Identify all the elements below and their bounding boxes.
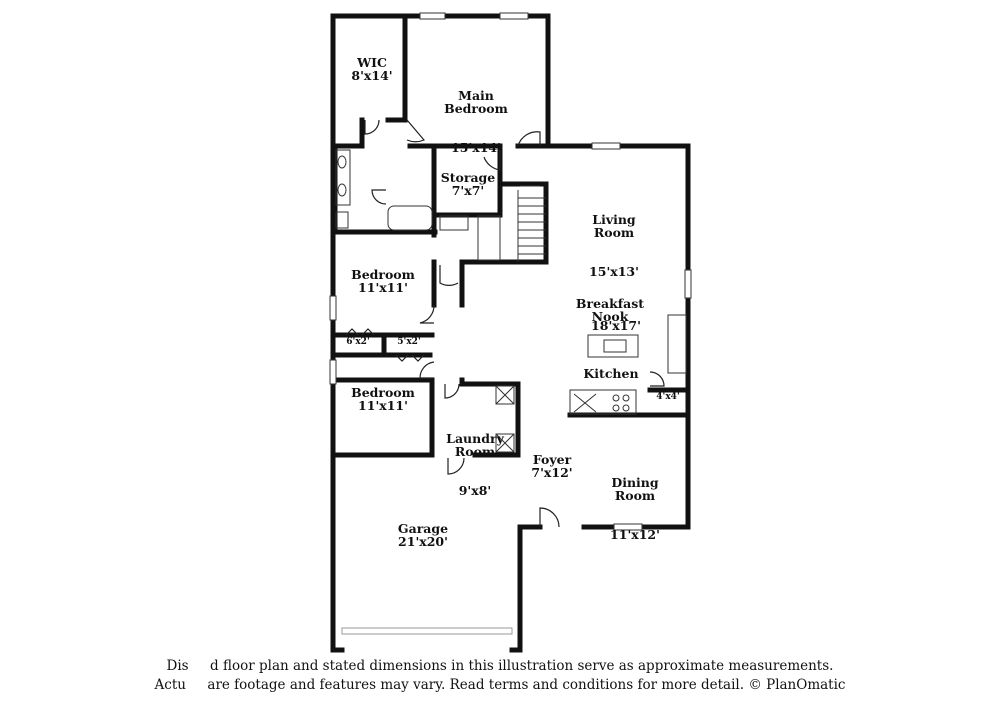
room-dimension: 7'x12' <box>531 465 573 480</box>
wall-stairs <box>499 181 549 265</box>
room-dimension: 7'x7' <box>451 183 485 198</box>
room-laundry: Laundry Room 9'x8' <box>446 406 504 510</box>
room-bedroom-1: Bedroom 11'x11' <box>351 268 415 294</box>
room-dimension: 11'x12' <box>610 527 660 542</box>
wall-bedroom2 <box>332 377 435 458</box>
room-name: Breakfast Nook <box>575 296 645 324</box>
room-name: Bedroom <box>351 385 415 400</box>
closet-bifold-b <box>395 354 425 362</box>
door-pantry <box>649 371 665 387</box>
burner-2 <box>622 394 630 402</box>
window-dining <box>613 523 643 531</box>
wall-garage-right <box>517 524 543 653</box>
room-dimension: 21'x20' <box>398 534 448 549</box>
closet-a-dimension: 6'x2' <box>346 337 370 347</box>
toilet <box>335 211 349 229</box>
dryer <box>495 433 515 453</box>
room-dimension: 11'x11' <box>358 280 408 295</box>
door-main-bath <box>406 119 425 143</box>
room-main-bedroom: Main Bedroom 15'x14' <box>444 63 508 167</box>
room-name: Dining Room <box>611 475 659 503</box>
dishwasher <box>573 393 597 413</box>
room-name: Laundry Room <box>446 431 504 459</box>
closet-bifold-a <box>345 328 375 336</box>
window-bedroom-2 <box>329 359 337 385</box>
door-bedroom1 <box>419 304 435 324</box>
door-laundry-top <box>444 383 460 399</box>
room-name: Bedroom <box>351 267 415 282</box>
disclaimer-line-2: Actu are footage and features may vary. … <box>154 677 846 693</box>
door-bedroom2 <box>419 361 435 379</box>
kitchen-island <box>587 334 639 358</box>
room-name: Foyer <box>532 452 572 467</box>
room-bedroom-2: Bedroom 11'x11' <box>351 386 415 412</box>
bathtub <box>387 205 433 231</box>
disclaimer-line-1: Dis d floor plan and stated dimensions i… <box>166 658 834 674</box>
closet-b-dimension: 5'x2' <box>397 337 421 347</box>
room-dimension: 15'x13' <box>589 264 639 279</box>
room-name: Main Bedroom <box>444 88 508 116</box>
wall-storage <box>431 143 549 218</box>
island-sink <box>603 339 627 353</box>
room-living-room: Living Room 15'x13' <box>589 187 639 291</box>
burner-1 <box>612 394 620 402</box>
room-foyer: Foyer 7'x12' <box>531 453 572 479</box>
door-bath-wc <box>371 189 387 205</box>
room-name: Storage <box>440 170 496 185</box>
window-bedroom-1 <box>329 295 337 321</box>
wall-bath-left <box>332 143 438 235</box>
door-main-bed-entry <box>517 131 541 147</box>
door-front <box>539 507 560 528</box>
room-name: Garage <box>397 521 449 536</box>
sink-1 <box>337 155 347 169</box>
bath-counter <box>335 149 351 206</box>
hall-bath-tub <box>477 215 501 261</box>
room-name: Living Room <box>592 212 636 240</box>
window-breakfast <box>684 269 692 299</box>
room-breakfast-nook: Breakfast Nook <box>576 271 644 336</box>
burner-4 <box>622 404 630 412</box>
sink-2 <box>337 183 347 197</box>
room-dimension: 8'x14' <box>351 68 393 83</box>
hall-bath-sink <box>439 215 469 231</box>
washer <box>495 385 515 405</box>
wall-laundry <box>459 377 521 458</box>
room-dimension: 9'x8' <box>458 483 492 498</box>
window-main-bedroom-2 <box>499 12 529 20</box>
wall-outer-right-main <box>545 13 691 530</box>
wall-bath-top <box>407 143 437 238</box>
room-dimension: 15'x14' <box>451 140 501 155</box>
garage-door <box>341 627 513 635</box>
room-name: WIC <box>357 55 387 70</box>
room-name: Kitchen <box>583 366 639 381</box>
door-hall-closet <box>439 265 459 287</box>
fridge <box>667 314 687 374</box>
wall-wic-bottom <box>332 117 408 149</box>
door-wic <box>364 119 380 135</box>
door-laundry-bottom <box>447 457 465 475</box>
room-dining-room: Dining Room 11'x12' <box>610 450 660 554</box>
room-kitchen: Kitchen <box>583 367 638 380</box>
room-wic: WIC 8'x14' <box>351 56 392 82</box>
room-dimension: 11'x11' <box>358 398 408 413</box>
window-living-room <box>591 142 621 150</box>
room-storage: Storage 7'x7' <box>441 171 496 197</box>
stairs <box>517 185 546 262</box>
burner-3 <box>612 404 620 412</box>
window-main-bedroom-1 <box>419 12 446 20</box>
door-storage <box>483 150 501 171</box>
wall-closets <box>332 332 433 358</box>
room-dimension: 18'x17' <box>591 318 641 333</box>
kitchen-counter <box>569 389 637 415</box>
wall-hall-upper <box>431 259 549 308</box>
room-garage: Garage 21'x20' <box>398 522 448 548</box>
pantry-dimension: 4'x4' <box>656 392 680 402</box>
room-kitchen-dimension: 18'x17' <box>591 319 641 332</box>
wall-kitchen <box>567 387 689 418</box>
